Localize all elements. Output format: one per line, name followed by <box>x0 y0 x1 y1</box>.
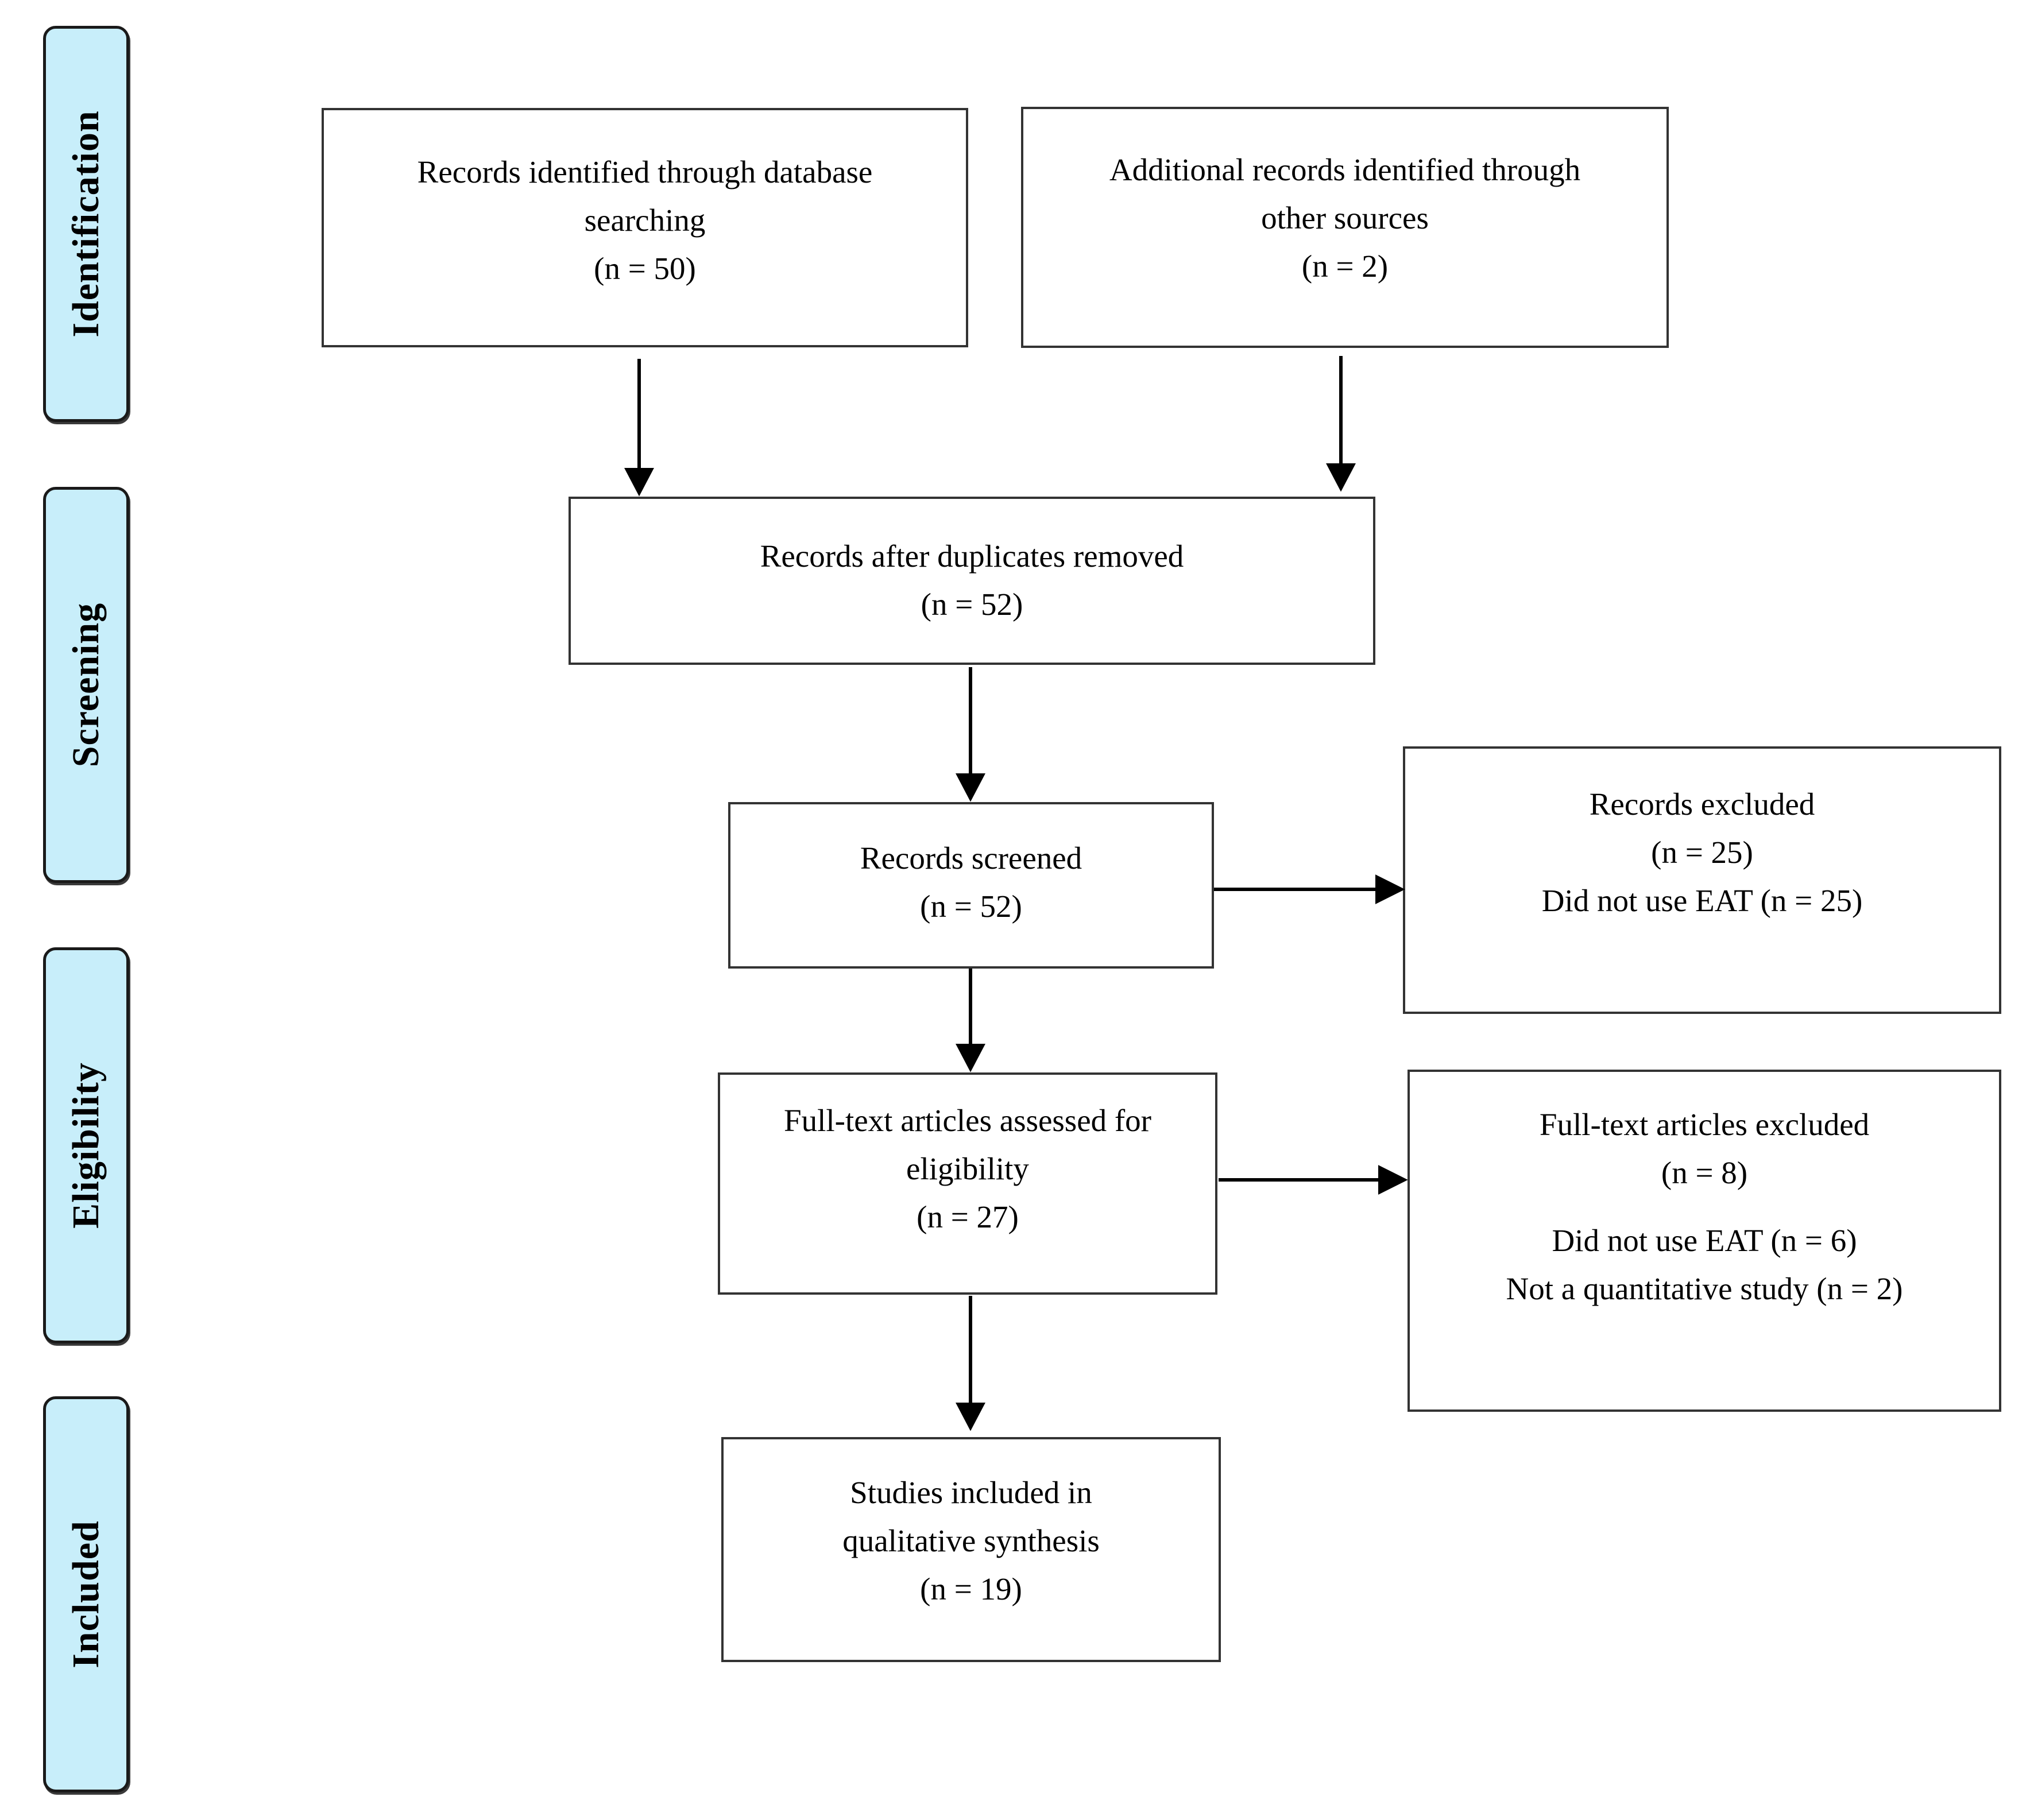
deduplicated-records-count: (n = 52) <box>921 587 1023 622</box>
studies-included-line2: qualitative synthesis <box>842 1523 1100 1558</box>
studies-included-count: (n = 19) <box>920 1571 1022 1606</box>
fulltext-excluded-reason1: Did not use EAT (n = 6) <box>1552 1223 1857 1258</box>
fulltext-excluded-box: Full-text articles excluded (n = 8) Did … <box>1408 1070 2001 1412</box>
database-records-box: Records identified through database sear… <box>322 108 968 347</box>
records-excluded-box: Records excluded (n = 25) Did not use EA… <box>1403 746 2001 1014</box>
fulltext-excluded-line1: Full-text articles excluded <box>1539 1107 1870 1142</box>
other-sources-count: (n = 2) <box>1301 249 1389 284</box>
other-sources-box: Additional records identified through ot… <box>1021 107 1669 348</box>
records-screened-line1: Records screened <box>860 841 1082 876</box>
records-excluded-line1: Records excluded <box>1589 787 1815 822</box>
phase-identification: Identification <box>43 26 129 422</box>
phase-included: Included <box>43 1396 129 1792</box>
fulltext-excluded-reason2: Not a quantitative study (n = 2) <box>1506 1271 1903 1306</box>
other-sources-line1: Additional records identified through <box>1109 152 1581 187</box>
phase-screening: Screening <box>43 487 129 883</box>
fulltext-assessed-line2: eligibility <box>906 1151 1029 1186</box>
phase-eligibility: Eligibility <box>43 947 129 1343</box>
deduplicated-records-box: Records after duplicates removed (n = 52… <box>569 497 1375 665</box>
database-records-count: (n = 50) <box>594 251 696 286</box>
deduplicated-records-line1: Records after duplicates removed <box>760 539 1184 574</box>
records-excluded-count: (n = 25) <box>1651 835 1753 870</box>
database-records-line1: Records identified through database <box>417 154 873 189</box>
fulltext-assessed-line1: Full-text articles assessed for <box>784 1103 1151 1138</box>
database-records-line2: searching <box>584 203 706 238</box>
records-excluded-reason: Did not use EAT (n = 25) <box>1541 883 1863 918</box>
fulltext-assessed-count: (n = 27) <box>917 1199 1019 1234</box>
studies-included-box: Studies included in qualitative synthesi… <box>721 1437 1221 1662</box>
fulltext-excluded-count: (n = 8) <box>1661 1155 1748 1190</box>
records-screened-count: (n = 52) <box>920 889 1022 924</box>
fulltext-assessed-box: Full-text articles assessed for eligibil… <box>718 1072 1217 1295</box>
records-screened-box: Records screened (n = 52) <box>728 802 1214 969</box>
studies-included-line1: Studies included in <box>850 1475 1092 1510</box>
other-sources-line2: other sources <box>1261 200 1429 235</box>
